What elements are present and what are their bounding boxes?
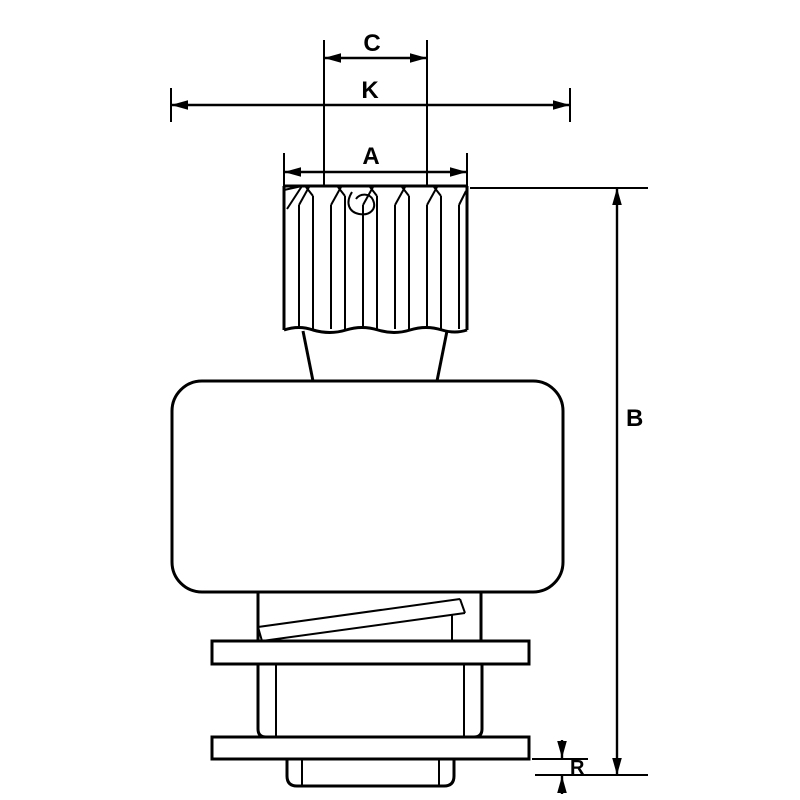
dim-label-k: K (361, 77, 379, 104)
dimension-k: K (170, 77, 571, 122)
gear-corner-facet (283, 184, 305, 210)
end-hub-outline (285, 757, 456, 788)
end-hub (285, 757, 456, 788)
gear-teeth (298, 196, 460, 329)
dimension-c: C (323, 30, 428, 186)
gear-tooth-chamfers (283, 184, 467, 216)
dim-label-b: B (626, 405, 643, 432)
dimension-b: B (470, 187, 648, 776)
pinion-gear (282, 184, 469, 334)
clutch-housing-outline (170, 379, 565, 594)
lower-flange-outline (210, 735, 531, 761)
drive-cylinder-outline (256, 662, 484, 739)
helical-spline (256, 592, 483, 642)
gear-bottom-edge (283, 326, 468, 334)
dimension-r: R (532, 740, 588, 794)
dim-label-r: R (570, 757, 585, 779)
drive-cylinder (256, 662, 484, 739)
dim-label-a: A (362, 143, 379, 170)
clutch-housing (170, 379, 565, 594)
gear-helix-curl (347, 191, 376, 216)
upper-flange (210, 639, 531, 666)
upper-flange-outline (210, 639, 531, 666)
lower-flange (210, 735, 531, 761)
dimension-a: A (283, 143, 468, 186)
dim-label-c: C (363, 30, 380, 57)
gear-neck (301, 330, 449, 382)
